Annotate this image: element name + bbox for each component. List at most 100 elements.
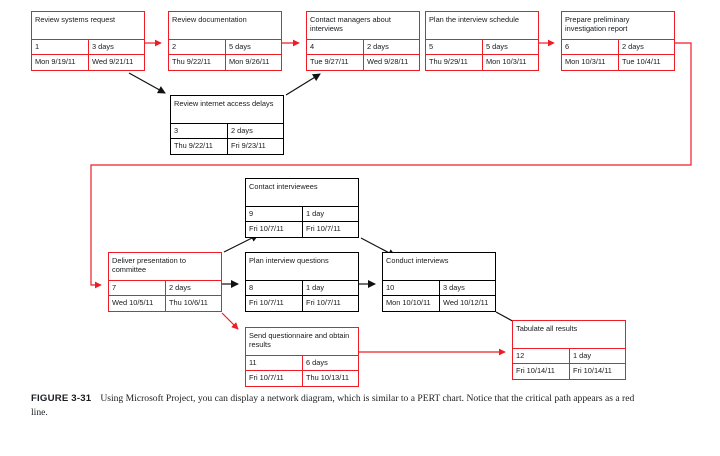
task-id: 3 [174, 126, 179, 135]
figure-label: FIGURE 3-31 [31, 393, 92, 404]
edge-3-to-4 [285, 73, 321, 96]
task-id-duration-row: 7 2 days [109, 281, 221, 296]
task-start-date: Mon 10/3/11 [565, 57, 606, 66]
task-start-date: Fri 10/7/11 [249, 373, 284, 382]
task-finish-date: Wed 9/28/11 [363, 55, 419, 70]
task-name: Tabulate all results [513, 321, 625, 349]
task-finish-date: Fri 9/23/11 [227, 139, 283, 154]
task-finish-date: Mon 10/3/11 [482, 55, 538, 70]
task-start-finish-row: Mon 10/3/11 Tue 10/4/11 [562, 55, 674, 70]
task-start-finish-row: Fri 10/7/11 Fri 10/7/11 [246, 296, 358, 311]
task-duration: 2 days [363, 40, 419, 54]
task-start-finish-row: Wed 10/5/11 Thu 10/6/11 [109, 296, 221, 311]
task-id: 8 [249, 283, 254, 292]
task-id-duration-row: 3 2 days [171, 124, 283, 139]
task-name: Review systems request [32, 12, 144, 40]
task-start-date: Fri 10/7/11 [249, 298, 284, 307]
task-name: Plan the interview schedule [426, 12, 538, 40]
task-start-finish-row: Mon 10/10/11 Wed 10/12/11 [383, 296, 495, 311]
task-start-finish-row: Mon 9/19/11 Wed 9/21/11 [32, 55, 144, 70]
task-name: Conduct interviews [383, 253, 495, 281]
edge-1-to-3 [128, 72, 166, 94]
task-id: 5 [429, 42, 434, 51]
task-finish-date: Thu 10/6/11 [165, 296, 221, 311]
task-finish-date: Fri 10/7/11 [302, 296, 358, 311]
task-name: Contact managers about interviews [307, 12, 419, 40]
task-finish-date: Wed 10/12/11 [439, 296, 495, 311]
task-start-date: Thu 9/22/11 [174, 141, 213, 150]
task-start-date: Fri 10/7/11 [249, 224, 284, 233]
task-start-finish-row: Thu 9/22/11 Mon 9/26/11 [169, 55, 281, 70]
task-box-6[interactable]: Prepare preliminary investigation report… [561, 11, 675, 71]
task-id-duration-row: 9 1 day [246, 207, 358, 222]
task-duration: 2 days [165, 281, 221, 295]
task-start-finish-row: Thu 9/29/11 Mon 10/3/11 [426, 55, 538, 70]
task-id: 12 [516, 351, 525, 360]
task-start-finish-row: Thu 9/22/11 Fri 9/23/11 [171, 139, 283, 154]
task-duration: 3 days [439, 281, 495, 295]
task-id-duration-row: 5 5 days [426, 40, 538, 55]
task-start-finish-row: Fri 10/14/11 Fri 10/14/11 [513, 364, 625, 379]
task-name: Review documentation [169, 12, 281, 40]
task-duration: 3 days [88, 40, 144, 54]
task-id: 4 [310, 42, 315, 51]
task-finish-date: Tue 10/4/11 [618, 55, 674, 70]
task-id-duration-row: 8 1 day [246, 281, 358, 296]
task-start-date: Tue 9/27/11 [310, 57, 349, 66]
task-start-finish-row: Tue 9/27/11 Wed 9/28/11 [307, 55, 419, 70]
task-duration: 1 day [302, 207, 358, 221]
task-start-finish-row: Fri 10/7/11 Fri 10/7/11 [246, 222, 358, 237]
task-duration: 2 days [618, 40, 674, 54]
task-duration: 1 day [302, 281, 358, 295]
figure-caption-text: Using Microsoft Project, you can display… [31, 393, 635, 419]
task-id: 9 [249, 209, 254, 218]
task-start-date: Mon 10/10/11 [386, 298, 431, 307]
task-duration: 2 days [227, 124, 283, 138]
task-id: 1 [35, 42, 40, 51]
task-id: 2 [172, 42, 177, 51]
task-name: Review internet access delays [171, 96, 283, 124]
task-name: Prepare preliminary investigation report [562, 12, 674, 40]
task-id: 11 [249, 358, 257, 367]
task-id-duration-row: 1 3 days [32, 40, 144, 55]
task-id-duration-row: 2 5 days [169, 40, 281, 55]
task-finish-date: Fri 10/14/11 [569, 364, 625, 379]
task-start-date: Thu 9/22/11 [172, 57, 211, 66]
task-box-4[interactable]: Contact managers about interviews 4 2 days… [306, 11, 420, 71]
task-start-finish-row: Fri 10/7/11 Thu 10/13/11 [246, 371, 358, 386]
task-start-date: Thu 9/29/11 [429, 57, 468, 66]
task-name: Plan interview questions [246, 253, 358, 281]
task-finish-date: Fri 10/7/11 [302, 222, 358, 237]
task-name: Send questionnaire and obtain results [246, 328, 358, 356]
task-duration: 5 days [225, 40, 281, 54]
task-finish-date: Wed 9/21/11 [88, 55, 144, 70]
task-id: 10 [386, 283, 395, 292]
edge-6-to-7 [90, 42, 692, 289]
task-finish-date: Thu 10/13/11 [302, 371, 358, 386]
task-id-duration-row: 10 3 days [383, 281, 495, 296]
task-start-date: Wed 10/5/11 [112, 298, 154, 307]
task-duration: 5 days [482, 40, 538, 54]
task-finish-date: Mon 9/26/11 [225, 55, 281, 70]
edge-7-to-11 [221, 312, 239, 330]
task-start-date: Mon 9/19/11 [35, 57, 76, 66]
task-id-duration-row: 4 2 days [307, 40, 419, 55]
task-name: Contact interviewees [246, 179, 358, 207]
task-start-date: Fri 10/14/11 [516, 366, 555, 375]
task-id: 7 [112, 283, 117, 292]
